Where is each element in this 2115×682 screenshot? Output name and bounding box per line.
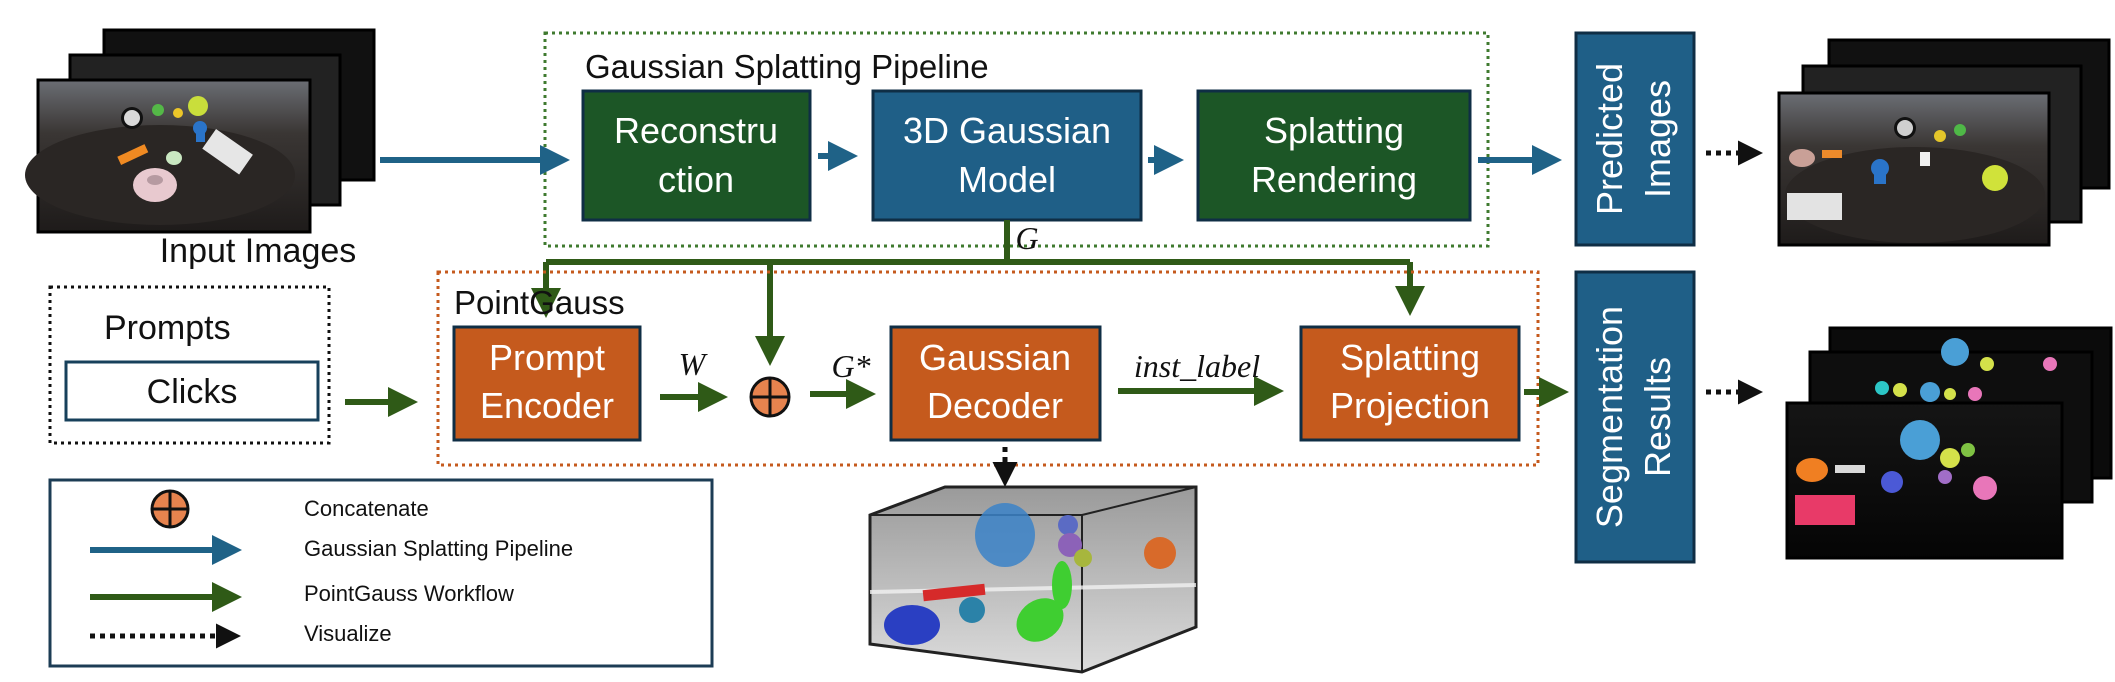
splatting-projection-box: Splatting Projection xyxy=(1299,325,1521,442)
predicted-images-line-1: Predicted xyxy=(1589,63,1630,215)
pointgauss-title: PointGauss xyxy=(454,284,625,321)
reconstruction-line-2: ction xyxy=(658,159,734,200)
reconstruction-line-1: Reconstru xyxy=(614,110,778,151)
segmentation-image-photo xyxy=(1785,401,2064,560)
g-feed-lines xyxy=(531,220,1425,366)
prompt-encoder-line-1: Prompt xyxy=(489,337,605,378)
input-image-photo xyxy=(25,78,312,234)
concatenate-symbol xyxy=(749,376,791,418)
segmentation-images-stack xyxy=(1785,326,2113,560)
prompt-encoder-box: Prompt Encoder xyxy=(452,325,642,442)
inst-label: inst_label xyxy=(1134,348,1260,384)
pointgauss-group: PointGauss Prompt Encoder Gaussian Decod… xyxy=(436,270,1540,467)
input-images-caption: Input Images xyxy=(160,232,357,270)
legend-workflow-label: PointGauss Workflow xyxy=(304,581,514,606)
clicks-box xyxy=(64,360,320,422)
pipeline-title: Gaussian Splatting Pipeline xyxy=(585,48,989,85)
pipeline-dashed-frame xyxy=(543,31,1490,248)
input-images-stack: Input Images xyxy=(25,28,376,270)
gaussian-decoder-line-2: Decoder xyxy=(927,385,1063,426)
splatting-rendering-line-1: Splatting xyxy=(1264,110,1404,151)
splatting-projection-line-1: Splatting xyxy=(1340,337,1480,378)
legend-pipeline-label: Gaussian Splatting Pipeline xyxy=(304,536,573,561)
point-cloud-visualization xyxy=(868,485,1198,674)
predicted-images-stack xyxy=(1777,38,2111,247)
predicted-image-photo xyxy=(1777,91,2051,247)
gaussian-model-line-2: Model xyxy=(958,159,1056,200)
g-label: G xyxy=(1015,220,1038,256)
w-label: W xyxy=(679,346,709,382)
splatting-rendering-box: Splatting Rendering xyxy=(1196,89,1472,222)
segmentation-results-line-1: Segmentation xyxy=(1589,306,1630,528)
legend-visualize-label: Visualize xyxy=(304,621,392,646)
legend-concatenate-icon xyxy=(150,489,190,529)
prompts-box: Prompts Clicks xyxy=(48,285,331,445)
gaussian-decoder-line-1: Gaussian xyxy=(919,337,1071,378)
g-star-label: G* xyxy=(831,348,870,384)
pointgauss-dashed-frame xyxy=(436,270,1540,467)
gaussian-model-box: 3D Gaussian Model xyxy=(871,89,1143,222)
prompts-title: Prompts xyxy=(104,309,231,347)
splatting-rendering-line-2: Rendering xyxy=(1251,159,1417,200)
segmentation-results-box: Segmentation Results xyxy=(1574,270,1696,564)
visualize-arrows xyxy=(992,140,1763,487)
reconstruction-box: Reconstru ction xyxy=(581,89,812,222)
splatting-projection-line-2: Projection xyxy=(1330,385,1490,426)
pipeline-arrows xyxy=(380,141,1562,175)
gaussian-splatting-pipeline: Gaussian Splatting Pipeline Reconstru ct… xyxy=(543,31,1490,248)
legend: Concatenate Gaussian Splatting Pipeline … xyxy=(48,478,714,668)
legend-concatenate-label: Concatenate xyxy=(304,496,429,521)
gaussian-decoder-box: Gaussian Decoder xyxy=(889,325,1102,442)
workflow-arrows xyxy=(345,376,1569,417)
clicks-label: Clicks xyxy=(147,373,238,411)
predicted-images-box: Predicted Images xyxy=(1574,31,1696,247)
predicted-images-line-2: Images xyxy=(1637,80,1678,198)
gaussian-model-line-1: 3D Gaussian xyxy=(903,110,1111,151)
segmentation-results-line-2: Results xyxy=(1637,357,1678,477)
prompt-encoder-line-2: Encoder xyxy=(480,385,614,426)
